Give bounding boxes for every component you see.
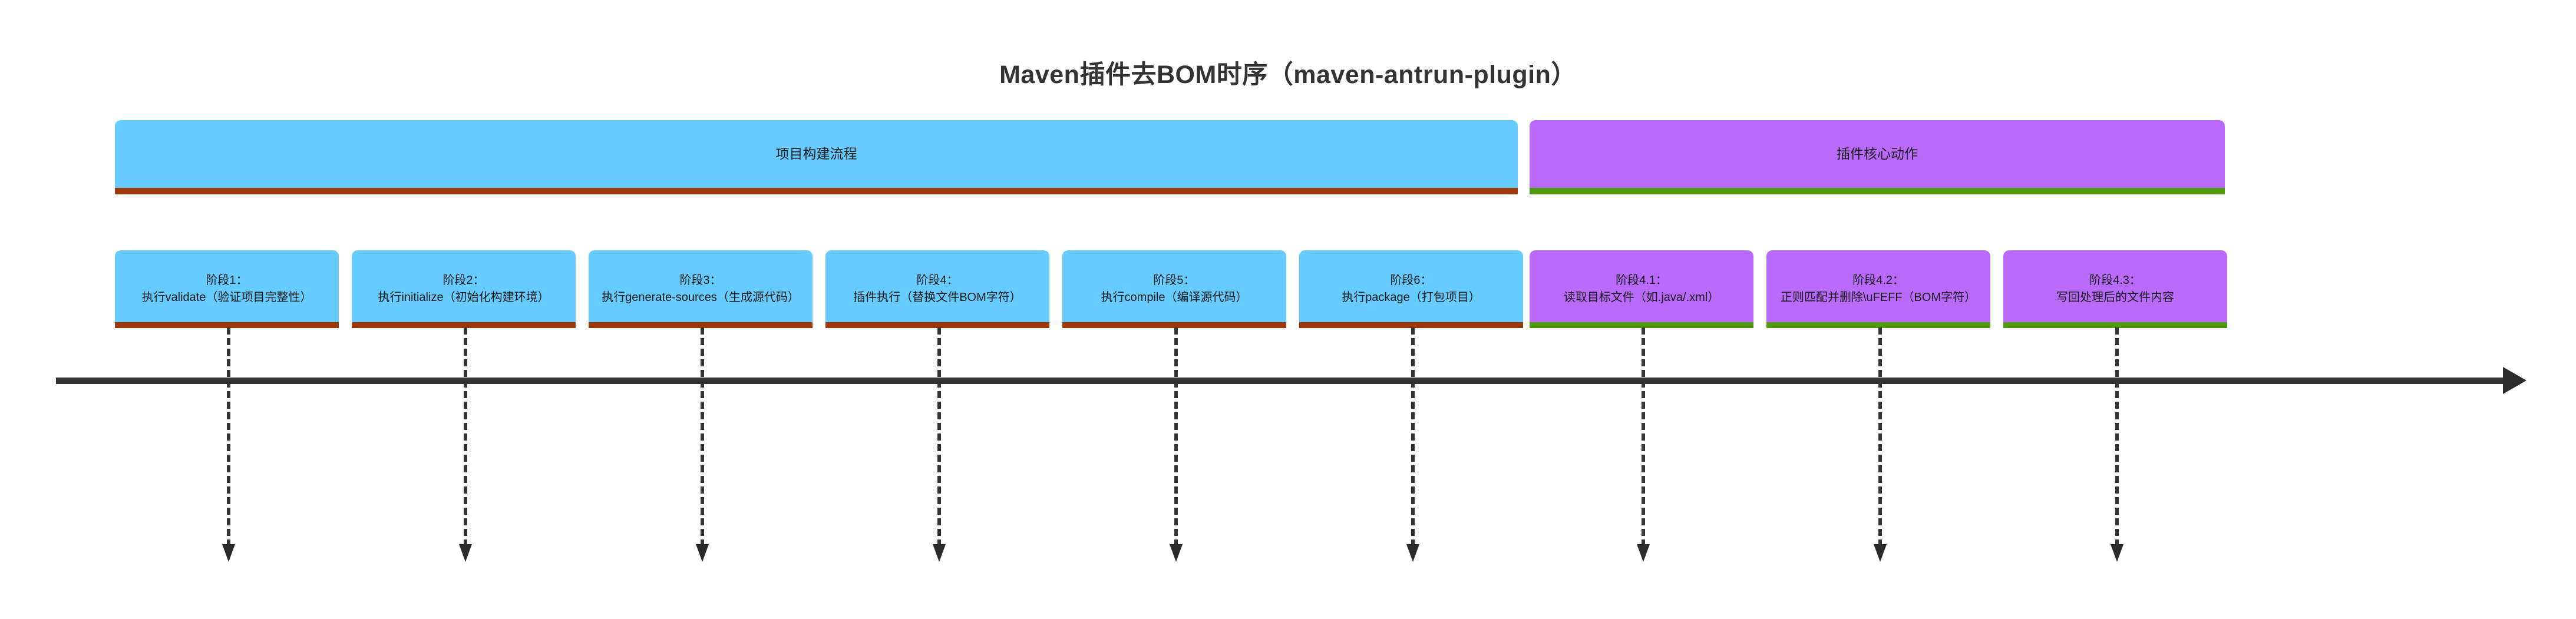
stage-3-box[interactable]: 阶段3： 执行generate-sources（生成源代码）: [589, 250, 813, 328]
stage-1-drop-arrow-icon: [222, 544, 235, 562]
stage-4-1-underline: [1530, 322, 1753, 328]
timeline-arrow-icon: [2503, 367, 2527, 394]
stage-6-label: 阶段6： 执行package（打包项目）: [1342, 274, 1481, 304]
stage-5-label: 阶段5： 执行compile（编译源代码）: [1101, 274, 1248, 304]
stage-3-underline: [589, 322, 813, 328]
stage-4-box[interactable]: 阶段4： 插件执行（替换文件BOM字符）: [825, 250, 1049, 328]
stage-4-3-label: 阶段4.3： 写回处理后的文件内容: [2056, 274, 2174, 304]
stage-4-1-drop-arrow-icon: [1637, 544, 1650, 562]
stage-5-box[interactable]: 阶段5： 执行compile（编译源代码）: [1062, 250, 1286, 328]
stage-4-underline: [825, 322, 1049, 328]
stage-4-2-label: 阶段4.2： 正则匹配并删除\uFEFF（BOM字符）: [1780, 274, 1977, 304]
stage-5-drop-arrow-icon: [1170, 544, 1183, 562]
stage-4-2-drop-line: [1878, 327, 1882, 547]
lane-header-plugin: 插件核心动作: [1530, 120, 2225, 194]
stage-3-label: 阶段3： 执行generate-sources（生成源代码）: [602, 274, 800, 304]
stage-4-2-underline: [1766, 322, 1990, 328]
stage-2-drop-arrow-icon: [459, 544, 472, 562]
lane-header-build-underline: [115, 188, 1518, 194]
stage-4-label: 阶段4： 插件执行（替换文件BOM字符）: [853, 274, 1022, 304]
stage-1-drop-line: [227, 327, 230, 547]
stage-1-label: 阶段1： 执行validate（验证项目完整性）: [141, 274, 312, 304]
stage-3-drop-arrow-icon: [696, 544, 709, 562]
stage-2-drop-line: [464, 327, 467, 547]
stage-4-3-underline: [2003, 322, 2227, 328]
stage-4-drop-line: [937, 327, 941, 547]
stage-6-underline: [1299, 322, 1523, 328]
timeline-axis: [56, 378, 2512, 384]
stage-1-underline: [115, 322, 339, 328]
stage-6-box[interactable]: 阶段6： 执行package（打包项目）: [1299, 250, 1523, 328]
stage-5-drop-line: [1174, 327, 1178, 547]
stage-4-1-box[interactable]: 阶段4.1： 读取目标文件（如.java/.xml）: [1530, 250, 1753, 328]
stage-4-3-drop-arrow-icon: [2111, 544, 2123, 562]
stage-6-drop-arrow-icon: [1406, 544, 1419, 562]
lane-header-plugin-label: 插件核心动作: [1837, 146, 1918, 161]
stage-5-underline: [1062, 322, 1286, 328]
stage-6-drop-line: [1411, 327, 1415, 547]
stage-4-2-box[interactable]: 阶段4.2： 正则匹配并删除\uFEFF（BOM字符）: [1766, 250, 1990, 328]
stage-2-label: 阶段2： 执行initialize（初始化构建环境）: [378, 274, 550, 304]
stage-4-1-label: 阶段4.1： 读取目标文件（如.java/.xml）: [1563, 274, 1720, 304]
stage-1-box[interactable]: 阶段1： 执行validate（验证项目完整性）: [115, 250, 339, 328]
stage-4-3-box[interactable]: 阶段4.3： 写回处理后的文件内容: [2003, 250, 2227, 328]
stage-4-1-drop-line: [1642, 327, 1645, 547]
lane-header-plugin-underline: [1530, 188, 2225, 194]
stage-2-underline: [352, 322, 576, 328]
lane-header-build-label: 项目构建流程: [775, 146, 857, 161]
page-title: Maven插件去BOM时序（maven-antrun-plugin）: [999, 61, 1577, 89]
stage-4-drop-arrow-icon: [933, 544, 946, 562]
stage-2-box[interactable]: 阶段2： 执行initialize（初始化构建环境）: [352, 250, 576, 328]
lane-header-build: 项目构建流程: [115, 120, 1518, 194]
stage-4-2-drop-arrow-icon: [1874, 544, 1887, 562]
stage-4-3-drop-line: [2115, 327, 2119, 547]
stage-3-drop-line: [701, 327, 704, 547]
